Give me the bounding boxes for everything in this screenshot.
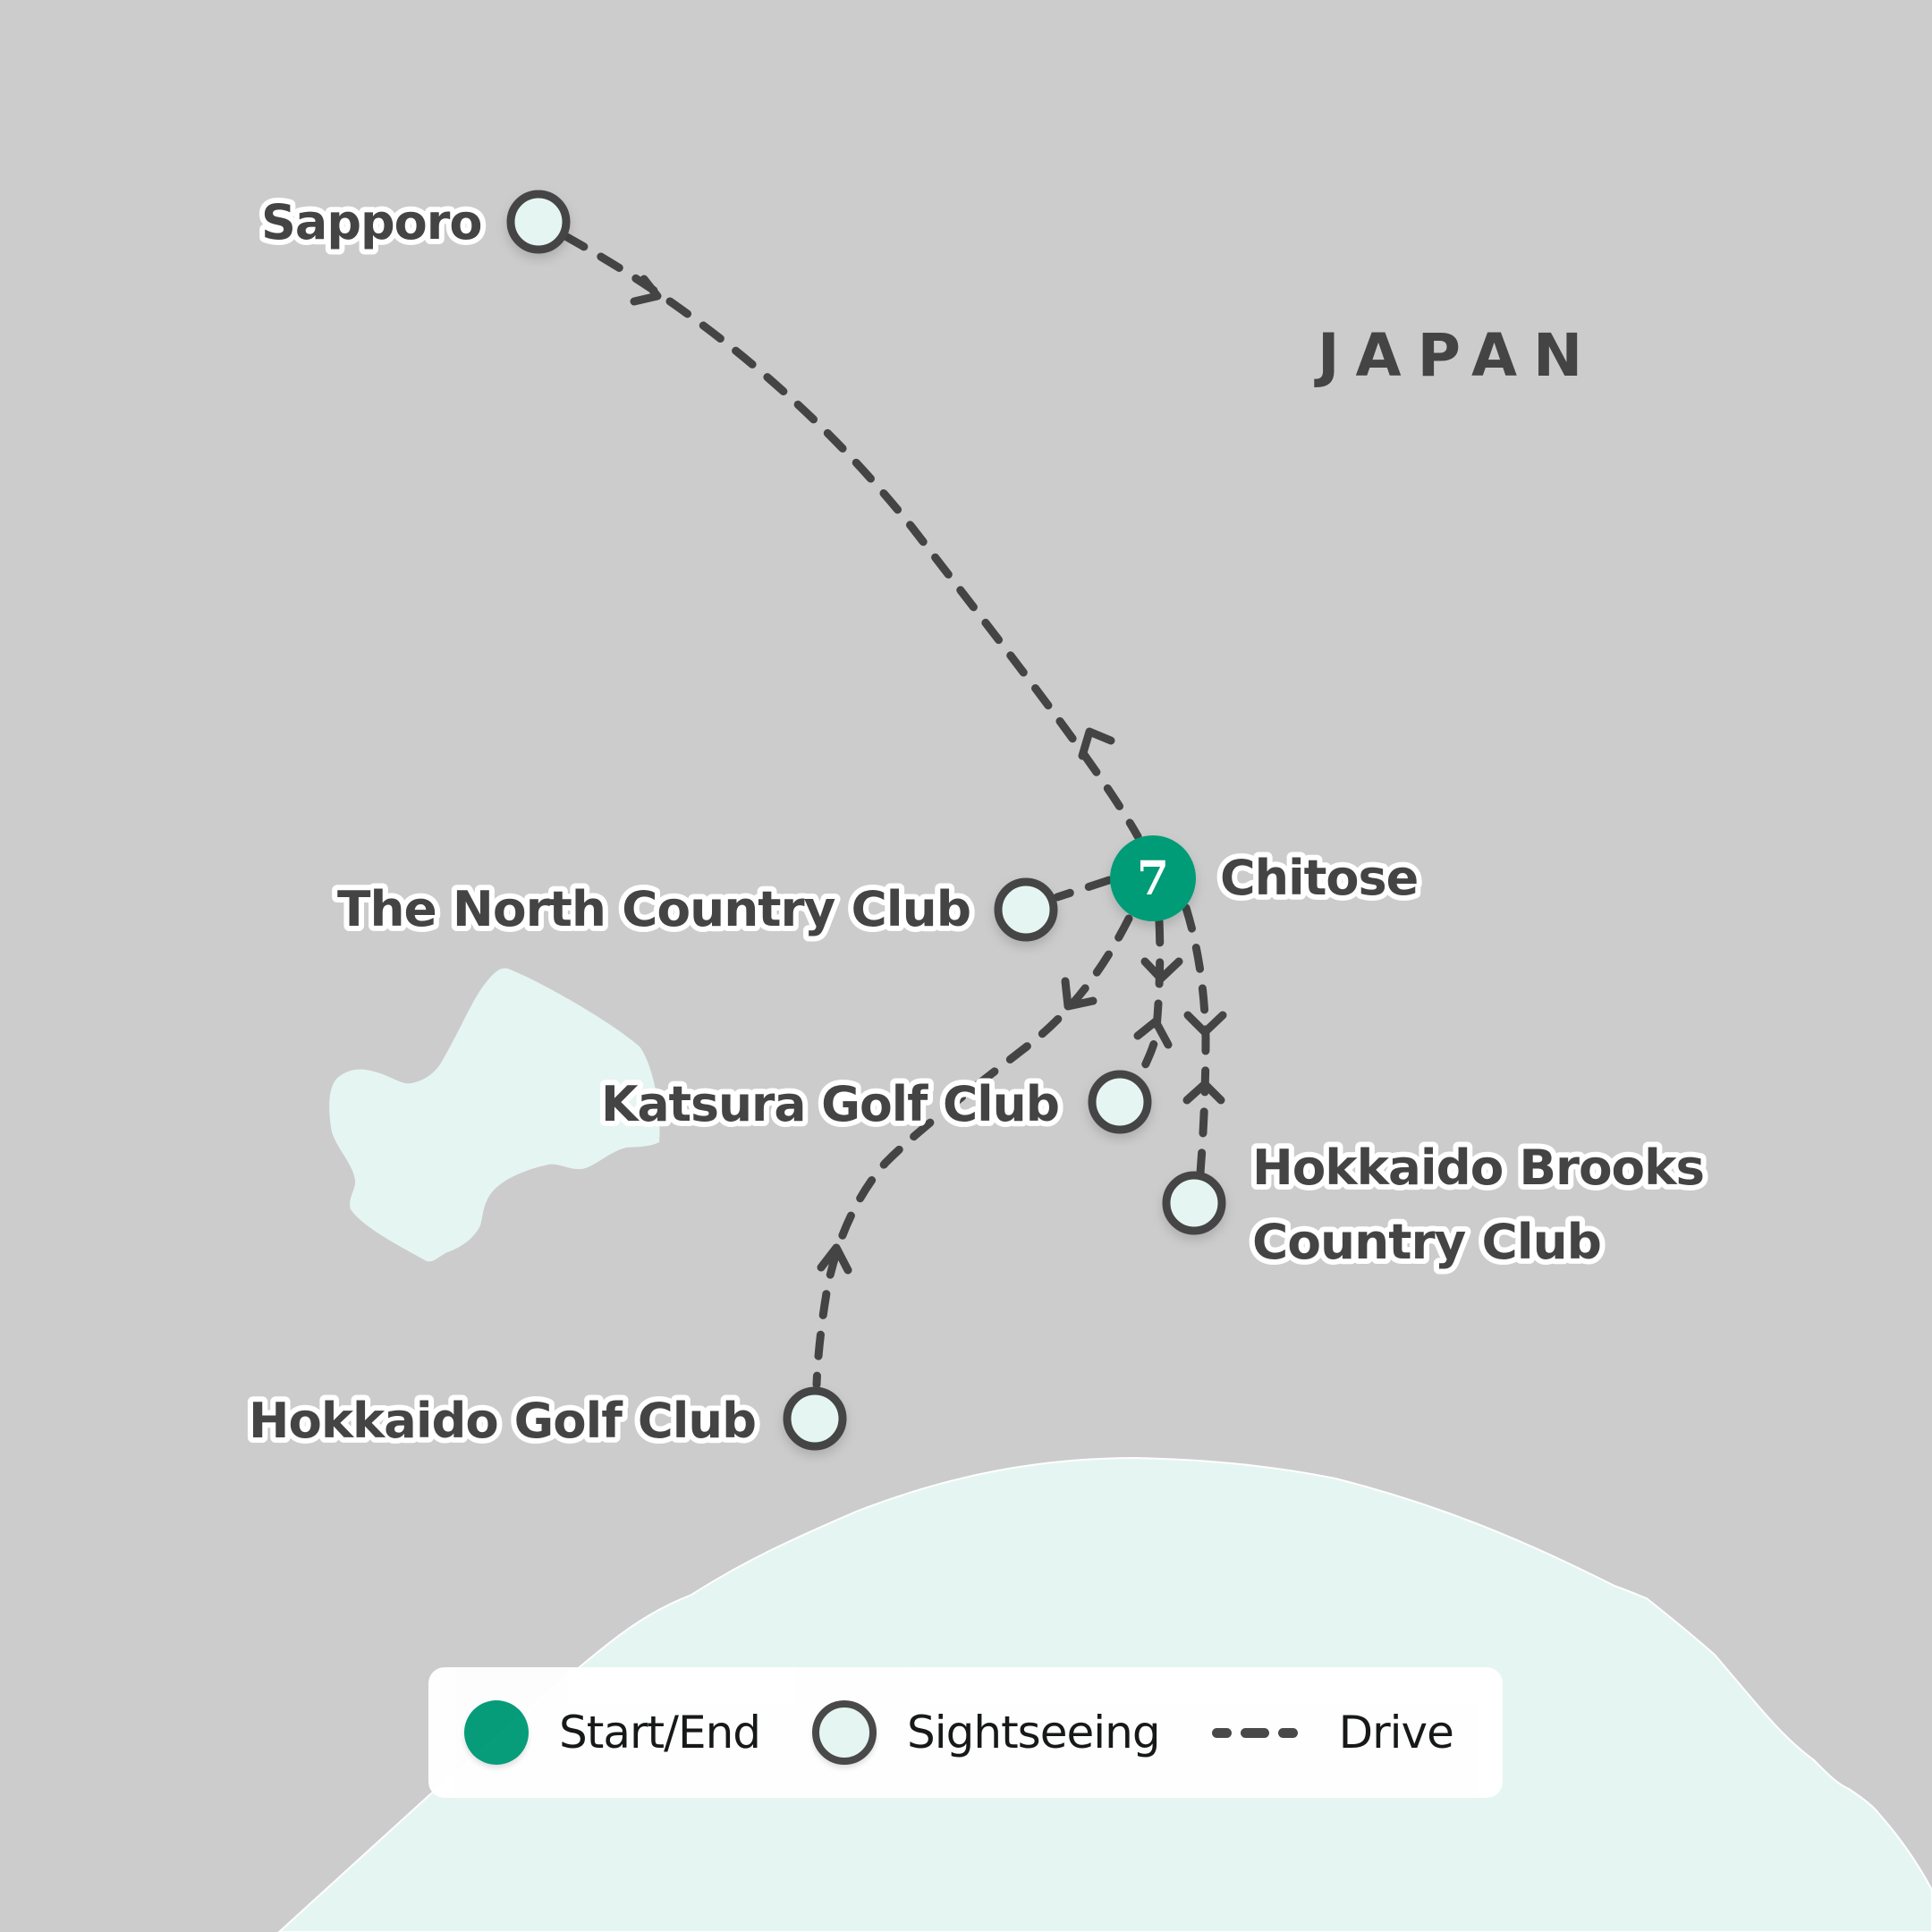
- arrow-icon: [1078, 727, 1115, 760]
- label-north-country-club: The North Country Club: [337, 881, 970, 937]
- marker-hokkaido-golf-club[interactable]: [783, 1386, 847, 1451]
- label-katsura-golf-club: Katsura Golf Club: [601, 1076, 1059, 1132]
- label-sapporo: Sapporo: [261, 194, 481, 250]
- arrow-icon: [817, 1243, 852, 1275]
- place-labels: Sapporo Chitose The North Country Club K…: [243, 189, 1710, 1454]
- marker-north-country-club[interactable]: [994, 877, 1058, 942]
- arrow-icon: [1061, 977, 1097, 1011]
- label-hokkaido-golf-club: Hokkaido Golf Club: [249, 1393, 756, 1449]
- marker-katsura-golf-club[interactable]: [1088, 1070, 1152, 1134]
- label-hokkaido-brooks-line1: Hokkaido Brooks: [1252, 1140, 1704, 1196]
- route-chitose-north-country-club: [1053, 876, 1114, 902]
- marker-chitose[interactable]: 7: [1110, 835, 1196, 921]
- map-legend: Start/End Sightseeing Drive: [428, 1667, 1503, 1798]
- dashed-line-icon: [1211, 1727, 1309, 1738]
- arrow-icon: [630, 275, 662, 306]
- marker-hokkaido-brooks[interactable]: [1162, 1171, 1226, 1235]
- lake: [329, 968, 660, 1262]
- label-chitose: Chitose: [1220, 850, 1418, 906]
- legend-item-sightseeing: Sightseeing: [812, 1700, 1161, 1765]
- legend-item-drive: Drive: [1211, 1707, 1454, 1758]
- start-end-dot-icon: [464, 1700, 529, 1765]
- country-label: JAPAN: [1314, 321, 1598, 390]
- marker-sapporo[interactable]: [506, 190, 571, 254]
- sightseeing-ring-icon: [812, 1700, 877, 1765]
- legend-label-sightseeing: Sightseeing: [907, 1707, 1161, 1758]
- routes: [561, 232, 1227, 1389]
- marker-number: 7: [1137, 852, 1169, 906]
- legend-item-start-end: Start/End: [464, 1700, 761, 1765]
- legend-label-start-end: Start/End: [559, 1707, 761, 1758]
- label-hokkaido-brooks-line2: Country Club: [1252, 1214, 1601, 1270]
- arrow-icon: [1182, 1080, 1225, 1105]
- arrow-icon: [1140, 957, 1183, 983]
- route-chitose-brooks: [1182, 903, 1210, 1199]
- arrow-icon: [1133, 1017, 1173, 1049]
- legend-label-drive: Drive: [1338, 1707, 1454, 1758]
- arrow-icon: [1183, 1011, 1227, 1037]
- markers: 7: [506, 190, 1226, 1451]
